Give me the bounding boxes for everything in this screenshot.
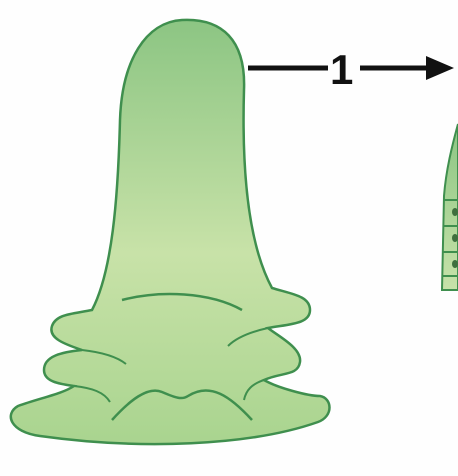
cell-nucleus-1 — [452, 208, 458, 216]
magnified-cells — [442, 124, 458, 290]
apex-body — [11, 20, 330, 444]
label-arrow-1: 1 — [248, 46, 454, 93]
label-1: 1 — [330, 46, 353, 93]
cell-nucleus-2 — [452, 234, 458, 242]
arrowhead-icon — [426, 56, 454, 80]
cell-nucleus-3 — [452, 260, 458, 268]
shoot-apex — [11, 20, 330, 444]
